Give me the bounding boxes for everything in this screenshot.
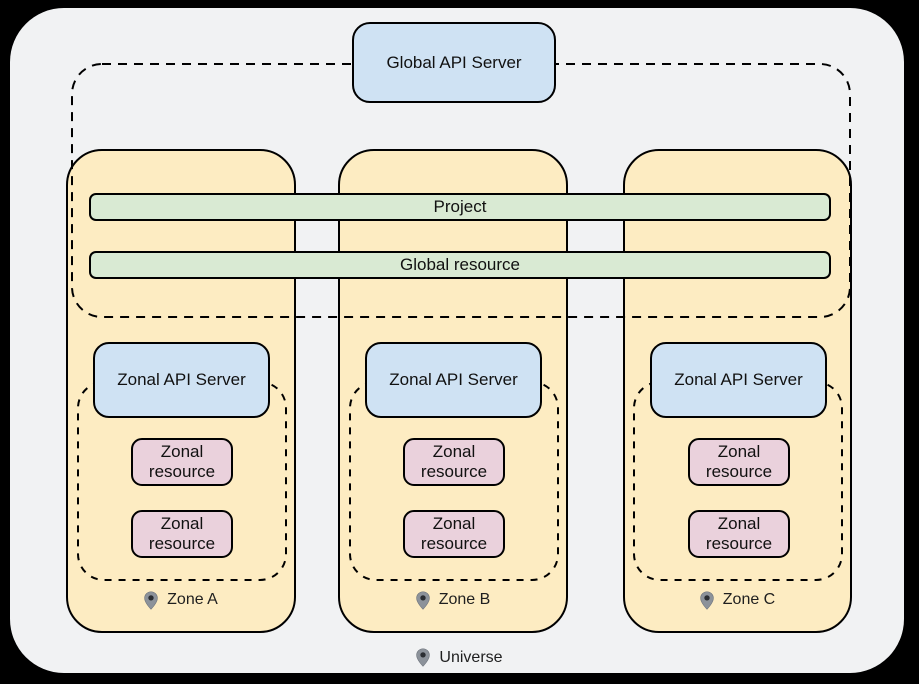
zonal-api-server-box: Zonal API Server xyxy=(650,342,827,418)
zonal-api-server-box: Zonal API Server xyxy=(93,342,270,418)
global-api-server-box: Global API Server xyxy=(352,22,556,103)
zonal-scope-dashed-boundary xyxy=(633,381,843,581)
zone-label: Zone A xyxy=(167,591,218,608)
zonal-scope-dashed-boundary xyxy=(349,381,559,581)
project-bar-label: Project xyxy=(433,197,487,216)
zone-label: Zone C xyxy=(722,591,776,608)
zone-label-row: Zone A xyxy=(68,586,294,614)
location-pin-icon xyxy=(144,590,158,610)
zonal-api-server-box: Zonal API Server xyxy=(365,342,542,418)
zone-label-row: Zone B xyxy=(340,586,566,614)
global-resource-bar: Global resource xyxy=(89,251,831,279)
zone-b-container: Zonal API Server Zonal resource Zonal re… xyxy=(338,149,568,633)
zonal-resource-label: Zonal resource xyxy=(705,442,773,481)
zonal-resource-box: Zonal resource xyxy=(688,510,790,558)
zonal-api-server-label: Zonal API Server xyxy=(674,370,803,389)
location-pin-icon xyxy=(416,648,431,667)
location-pin-icon xyxy=(700,590,714,610)
location-pin-icon xyxy=(415,590,430,610)
zone-label-row: Zone C xyxy=(625,586,850,614)
zonal-resource-label: Zonal resource xyxy=(148,514,216,553)
zonal-resource-box: Zonal resource xyxy=(688,438,790,486)
zonal-api-server-label: Zonal API Server xyxy=(117,370,246,389)
zonal-resource-box: Zonal resource xyxy=(403,510,505,558)
zone-c-container: Zonal API Server Zonal resource Zonal re… xyxy=(623,149,852,633)
zonal-scope-dashed-boundary xyxy=(77,381,287,581)
zonal-api-server-label: Zonal API Server xyxy=(389,370,518,389)
zonal-resource-label: Zonal resource xyxy=(148,442,216,481)
zonal-resource-box: Zonal resource xyxy=(131,438,233,486)
global-api-server-label: Global API Server xyxy=(386,52,522,72)
zone-label: Zone B xyxy=(438,591,491,608)
universe-label-row: Universe xyxy=(0,644,919,671)
zonal-resource-label: Zonal resource xyxy=(420,514,488,553)
zonal-resource-box: Zonal resource xyxy=(131,510,233,558)
zonal-resource-label: Zonal resource xyxy=(705,514,773,553)
zone-a-container: Zonal API Server Zonal resource Zonal re… xyxy=(66,149,296,633)
global-resource-bar-label: Global resource xyxy=(399,255,520,274)
zonal-resource-label: Zonal resource xyxy=(420,442,488,481)
project-bar: Project xyxy=(89,193,831,221)
zonal-resource-box: Zonal resource xyxy=(403,438,505,486)
universe-label: Universe xyxy=(439,648,503,666)
